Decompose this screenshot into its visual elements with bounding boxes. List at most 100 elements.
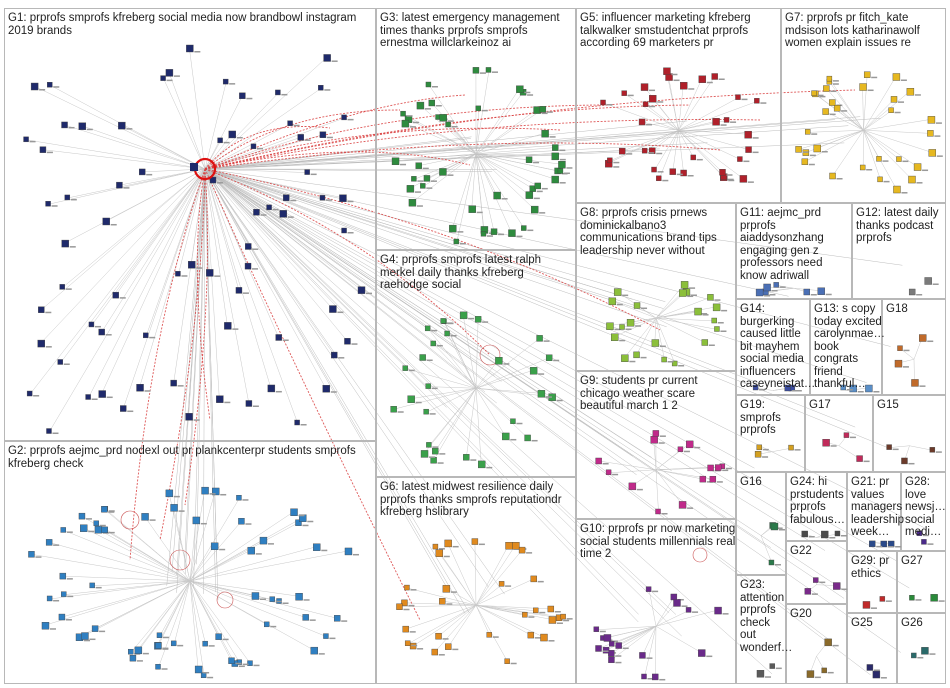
panel-g9 [576,371,736,519]
node-g8 [701,339,709,346]
node-g2 [259,536,268,545]
node-g1 [61,239,69,248]
panel-g24 [786,472,847,541]
node-g6 [444,539,452,548]
node-label-g6 [409,631,416,633]
node-label-g7 [922,169,929,172]
node-g1 [57,359,63,365]
node-label-g5 [688,88,695,90]
node-g2 [58,613,66,621]
node-g4 [524,434,531,442]
node-label-g9 [722,469,729,472]
node-g8 [712,303,721,312]
node-g4 [502,432,510,441]
node-label-g4 [468,317,475,320]
node-label-g11 [810,294,817,296]
node-label-g24 [829,537,836,539]
node-label-g2 [242,499,249,501]
node-g28 [921,539,927,545]
node-g27 [930,594,938,602]
node-label-g2 [303,599,310,601]
node-g14 [752,384,759,391]
node-label-g9 [602,462,609,465]
node-label-g6 [548,640,555,642]
node-label-g6 [446,603,453,605]
node-label-g1 [39,89,46,91]
node-g3 [453,238,460,245]
node-label-g4 [431,329,438,332]
node-label-g1 [173,75,180,77]
node-g3 [416,101,425,110]
node-g3 [401,119,410,128]
node-g5 [735,94,741,100]
node-label-g20 [832,644,839,647]
node-label-g4 [415,401,422,404]
node-label-g2 [99,630,106,633]
node-g1 [216,395,224,403]
node-label-g2 [108,511,115,513]
node-g4 [426,442,432,448]
node-label-g3 [424,108,431,110]
node-g19 [788,444,794,451]
node-g9 [707,464,714,472]
node-label-g9 [612,473,619,476]
node-label-g2 [173,495,180,498]
node-g6 [498,581,505,587]
node-g2 [101,526,108,534]
node-label-g1 [126,128,133,130]
node-g9 [709,475,717,483]
node-label-g4 [470,459,477,461]
node-g3 [551,175,559,184]
node-g8 [613,288,622,296]
node-g1 [120,405,127,412]
node-g7 [863,71,871,78]
node-label-g2 [136,660,143,662]
node-g9 [595,457,602,465]
node-label-g6 [505,585,512,587]
node-label-g2 [352,553,359,556]
node-g1 [116,181,123,189]
node-label-g5 [728,179,735,182]
node-g2 [61,591,67,597]
node-g4 [495,357,503,365]
node-g2 [60,527,66,533]
node-g1 [228,130,236,139]
node-label-g3 [479,72,486,74]
node-g1 [319,131,327,138]
node-g4 [402,365,408,371]
node-g8 [626,319,635,327]
node-label-g20 [814,676,821,679]
panel-g4 [376,250,576,477]
node-label-g2 [238,665,245,668]
node-g4 [423,408,429,415]
node-g1 [165,69,174,77]
node-label-g1 [45,346,52,348]
panel-g11 [736,203,852,299]
panel-g19 [736,395,805,472]
node-g22 [813,577,819,583]
node-g3 [428,99,436,107]
node-g4 [536,335,543,342]
node-g7 [811,90,817,96]
node-label-g7 [829,113,836,116]
node-g13 [849,384,857,393]
node-g8 [661,356,667,363]
node-g6 [435,549,444,557]
node-label-g1 [46,151,53,154]
node-g3 [391,157,400,166]
node-label-g1 [337,311,344,314]
node-label-g9 [659,435,666,437]
node-g1 [341,227,347,234]
node-label-g1 [351,343,358,345]
node-g2 [46,595,53,602]
node-g1 [244,262,252,270]
node-label-g3 [426,187,433,189]
node-label-g6 [563,619,570,622]
node-label-g18 [902,366,909,368]
node-g3 [425,81,432,88]
node-g1 [294,419,300,426]
node-g5 [648,147,656,154]
node-g5 [737,156,743,162]
node-label-g7 [935,122,942,124]
